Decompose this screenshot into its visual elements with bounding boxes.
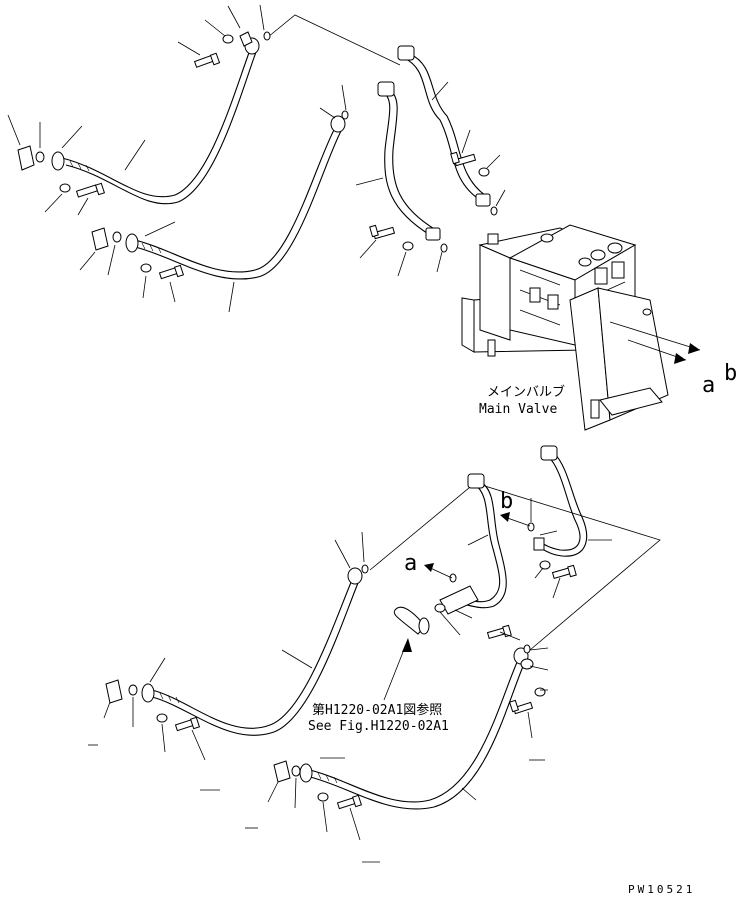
upper-small-parts [17,31,498,280]
connection-marker-b-upper: b [724,361,737,386]
upper-leader-lines [7,4,506,313]
connection-marker-a-lower: a [404,551,417,576]
lower-connection-arrows [424,512,531,579]
drawing-number: PW10521 [628,883,695,896]
connection-marker-b-lower: b [500,489,513,514]
elbow-adapter [393,606,430,635]
connection-marker-a-upper: a [702,373,715,398]
lower-leader-lines [88,498,612,863]
main-valve-label-jp: メインバルブ [487,384,565,400]
upper-left-hose [61,49,257,205]
upper-connection-arrows [609,321,701,364]
see-figure-label-en: See Fig.H1220-02A1 [308,719,449,734]
upper-tube-right [397,45,491,207]
lower-left-hose [141,567,363,736]
lower-tube-b [533,445,588,557]
main-valve-label-en: Main Valve [479,402,557,417]
upper-tube-left [377,81,441,241]
upper-left-hose-fitting [51,37,260,171]
upper-middle-hose [134,127,342,280]
main-valve [461,224,669,431]
upper-middle-hose-fitting [125,115,346,253]
lower-tube-a [439,473,507,615]
upper-group-bracket-line [267,14,401,66]
see-figure-arrow [383,638,412,701]
lower-small-parts [105,522,577,810]
see-figure-label-jp: 第H1220-02A1図参照 [312,702,442,718]
lower-group-bracket-line [369,482,661,651]
